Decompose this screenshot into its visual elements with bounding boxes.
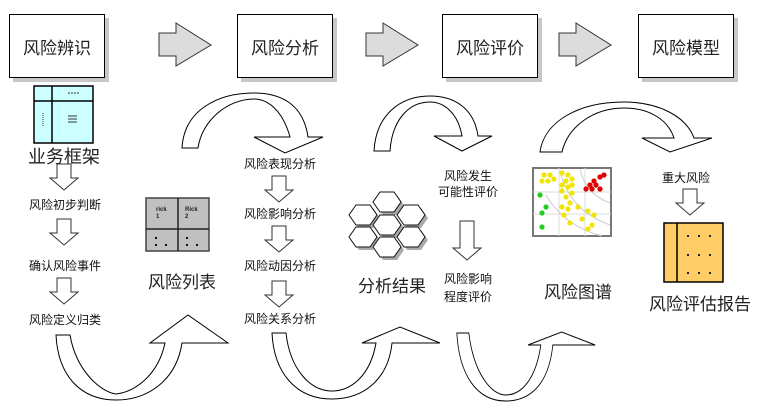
risk-map-dot (551, 176, 557, 182)
risk-map-dot (569, 182, 575, 188)
step-manifestation-analysis: 风险表现分析 (243, 157, 316, 171)
down-arrow-icon (48, 163, 80, 191)
stage-label: 风险分析 (251, 38, 319, 59)
svg-text:1: 1 (156, 214, 160, 220)
risk-map-dot (539, 210, 545, 216)
risk-map-dot (539, 224, 545, 230)
svg-text:2: 2 (185, 214, 189, 220)
risk-map-dot (559, 170, 565, 176)
risk-map-dot (559, 188, 565, 194)
risk-map-dot (537, 192, 543, 198)
risk-map-dot (601, 172, 607, 178)
risk-map-dot (563, 194, 569, 200)
stage-box-analysis: 风险分析 (237, 14, 333, 78)
step-driver-analysis: 风险动因分析 (243, 259, 316, 273)
stage-label: 风险辨识 (23, 38, 91, 59)
risk-map-dot (593, 182, 599, 188)
risk-map-dot (587, 182, 593, 188)
stage-label: 风险模型 (652, 38, 720, 59)
analysis-result-label: 分析结果 (358, 277, 426, 297)
risk-map-dot (567, 200, 573, 206)
u-turn-arrow-icon (271, 326, 441, 400)
risk-map-dot (541, 172, 547, 178)
framework-label: 业务框架 (28, 147, 100, 168)
risk-map-dot (539, 178, 545, 184)
down-arrow-icon (674, 188, 706, 216)
risk-map-dot (569, 190, 575, 196)
down-arrow-icon (263, 175, 295, 203)
major-risk-label: 重大风险 (661, 171, 710, 185)
down-arrow-icon (48, 218, 80, 246)
curved-arrow-icon (181, 92, 324, 154)
step-confirm-risk-event: 确认风险事件 (28, 259, 101, 273)
risk-map-dot (565, 172, 571, 178)
report-icon (663, 222, 724, 283)
block-arrow-right-icon (558, 22, 612, 67)
risk-map-dot (575, 204, 581, 210)
step-impact-degree-evaluation: 风险影响 程度评价 (443, 272, 492, 304)
svg-text:Rick: Rick (185, 207, 198, 213)
risk-map-dot (591, 212, 597, 218)
block-arrow-right-icon (365, 22, 419, 67)
risk-map-dot (589, 186, 595, 192)
step-relationship-analysis: 风险关系分析 (243, 312, 316, 326)
down-arrow-icon (48, 277, 80, 305)
step-impact-analysis: 风险影响分析 (243, 207, 316, 221)
risk-map-dot (597, 186, 603, 192)
risk-map-dot (545, 178, 551, 184)
risk-map-dot (563, 178, 569, 184)
risk-map-dot (585, 226, 591, 232)
risk-report-label: 风险评估报告 (649, 295, 751, 315)
risk-map-dot (543, 204, 549, 210)
risk-map-dot (579, 216, 585, 222)
stage-box-model: 风险模型 (638, 14, 734, 78)
step-likelihood-evaluation: 风险发生 可能性评价 (437, 169, 498, 199)
risk-map-dot (597, 174, 603, 180)
risk-map-icon (532, 167, 612, 237)
risk-map-dot (559, 182, 565, 188)
stage-label: 风险评价 (456, 38, 524, 59)
step-preliminary-judgement: 风险初步判断 (28, 198, 101, 212)
risk-map-dot (565, 206, 571, 212)
risk-map-dot (583, 186, 589, 192)
stage-box-identification: 风险辨识 (9, 14, 105, 78)
framework-icon (33, 85, 94, 144)
hexagon-cluster-icon (348, 191, 428, 260)
risk-map-dot (567, 220, 573, 226)
down-arrow-icon (451, 220, 483, 261)
risk-map-dot (589, 222, 595, 228)
svg-text:rick: rick (156, 207, 167, 213)
step-define-classify: 风险定义归类 (28, 313, 101, 327)
risk-list-label: 风险列表 (148, 273, 216, 293)
curved-arrow-icon (539, 101, 713, 153)
risk-map-dot (559, 204, 565, 210)
curved-arrow-icon (373, 95, 493, 152)
risk-map-dot (547, 172, 553, 178)
down-arrow-icon (263, 280, 295, 308)
down-arrow-icon (263, 225, 295, 253)
risk-map-label: 风险图谱 (544, 283, 612, 303)
risk-map-dot (565, 184, 571, 190)
block-arrow-right-icon (158, 22, 212, 67)
risk-map-dot (585, 208, 591, 214)
risk-map-dot (591, 178, 597, 184)
risk-list-icon: rick 1 Rick 2 (145, 197, 210, 252)
stage-box-evaluation: 风险评价 (442, 14, 538, 78)
u-turn-arrow-icon (55, 314, 230, 401)
u-turn-arrow-icon (456, 331, 596, 402)
risk-map-dot (561, 212, 567, 218)
risk-map-dot (569, 176, 575, 182)
